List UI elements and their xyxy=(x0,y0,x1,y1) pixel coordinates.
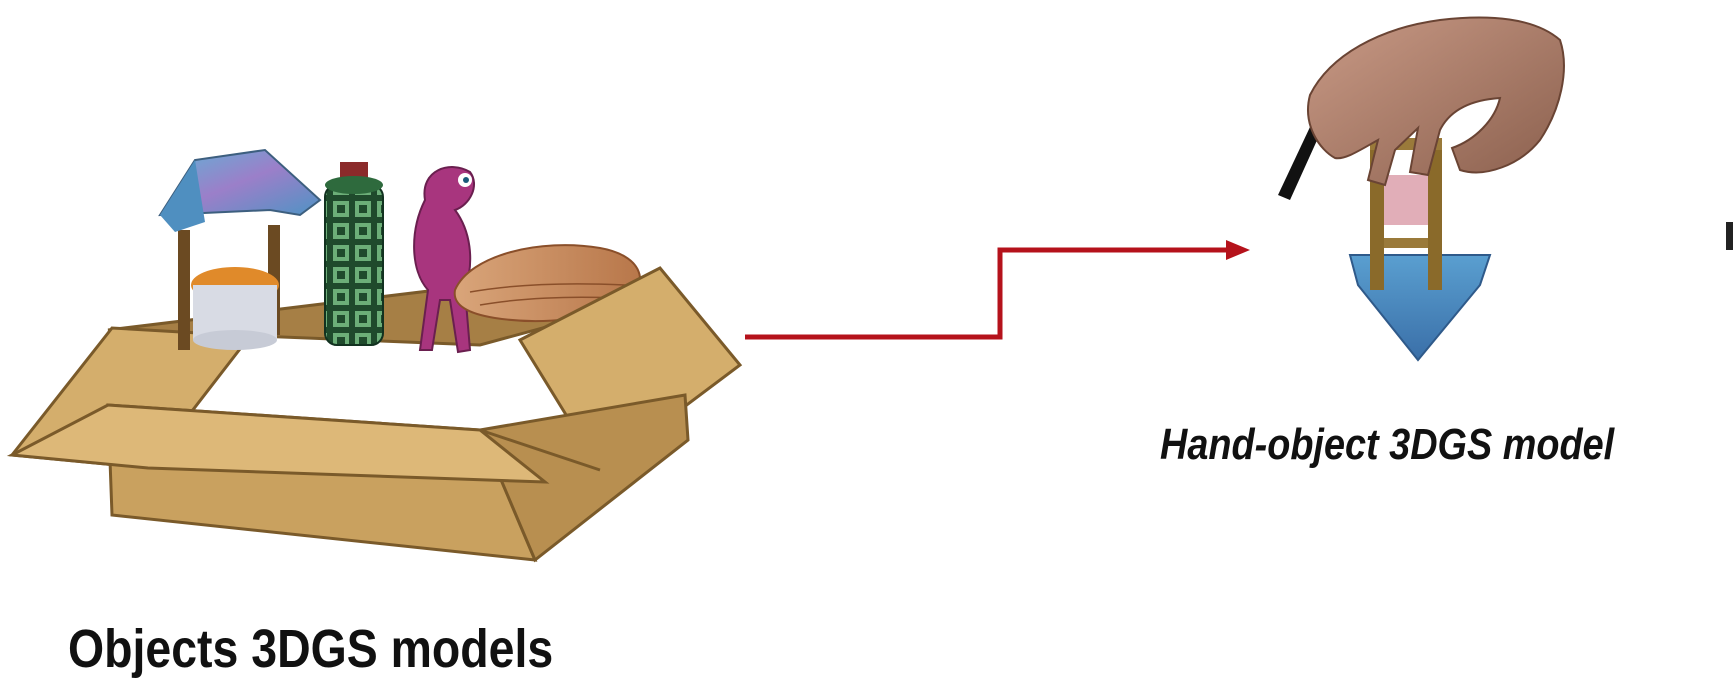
cardboard-box-front xyxy=(6,266,743,563)
step-arrow xyxy=(745,240,1250,340)
cropped-edge-mark xyxy=(1726,222,1733,250)
patterned-can-icon xyxy=(324,162,384,346)
hand-object-model xyxy=(1278,16,1565,362)
box-right-face xyxy=(477,393,690,563)
arrow-line xyxy=(745,247,1230,340)
hand-grasp-icon xyxy=(1307,16,1565,187)
toy-dinosaur-icon xyxy=(413,166,475,354)
box-front-flap xyxy=(6,403,550,484)
arrow-head xyxy=(1226,240,1250,260)
hand-object-caption: Hand-object 3DGS model xyxy=(1160,420,1615,469)
held-object-base xyxy=(1348,254,1492,362)
objects-caption: Objects 3DGS models xyxy=(68,619,554,679)
wishing-well-icon xyxy=(158,148,322,350)
